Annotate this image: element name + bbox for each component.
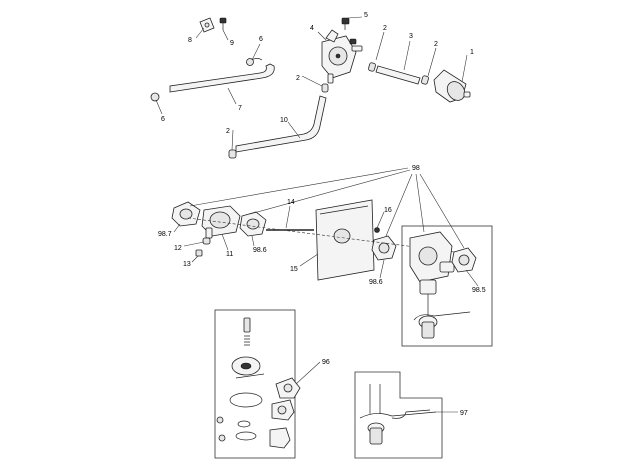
gasket-98-5 [451,247,477,273]
fitting-12 [202,237,211,245]
small-clamp [150,58,254,102]
callout-5: 5 [364,12,368,19]
callout-10: 10 [280,117,288,124]
pump-screw [341,17,357,45]
callout-2-d: 2 [226,128,230,135]
callout-98-7: 98.7 [158,231,172,238]
callout-14: 14 [287,199,295,206]
callout-98-6-a: 98.6 [253,247,267,254]
fuel-pump [321,29,363,84]
vent-hose [169,58,275,93]
callout-1: 1 [470,49,474,56]
callout-9: 9 [230,40,234,47]
callout-7: 7 [238,105,242,112]
fuel-filter [433,69,471,103]
callout-16: 16 [384,207,392,214]
intake-adapter [201,205,241,239]
leader-lines [155,16,479,413]
kit-96-parts [216,317,301,449]
callout-6-b: 6 [161,116,165,123]
gasket-98-6b [371,235,397,261]
kit-97-parts [359,384,437,445]
callout-97: 97 [460,410,468,417]
callout-6-a: 6 [259,36,263,43]
gasket-98-7 [171,201,201,227]
carburetor [409,231,471,339]
fuel-line [375,65,421,85]
callout-96: 96 [322,359,330,366]
kit-97-box [354,371,443,459]
callout-8: 8 [188,37,192,44]
callout-15: 15 [290,266,298,273]
callout-2-c: 2 [296,75,300,82]
nut-13 [195,249,203,257]
carburetor-box [401,225,493,347]
callout-2-a: 2 [383,25,387,32]
callout-4: 4 [310,25,314,32]
callout-3: 3 [409,33,413,40]
callout-98-6-b: 98.6 [369,279,383,286]
hose-clamp [228,62,429,159]
gasket-98-6 [239,211,267,237]
fuel-line-long [235,95,327,153]
callout-2-b: 2 [434,41,438,48]
clip-bracket [199,17,227,33]
callout-11: 11 [226,251,233,258]
callout-13: 13 [183,261,191,268]
callout-98-5: 98.5 [472,287,486,294]
callout-98: 98 [412,165,420,172]
screw-16 [374,227,380,233]
callout-12: 12 [174,245,182,252]
spacer-plate [315,199,375,281]
